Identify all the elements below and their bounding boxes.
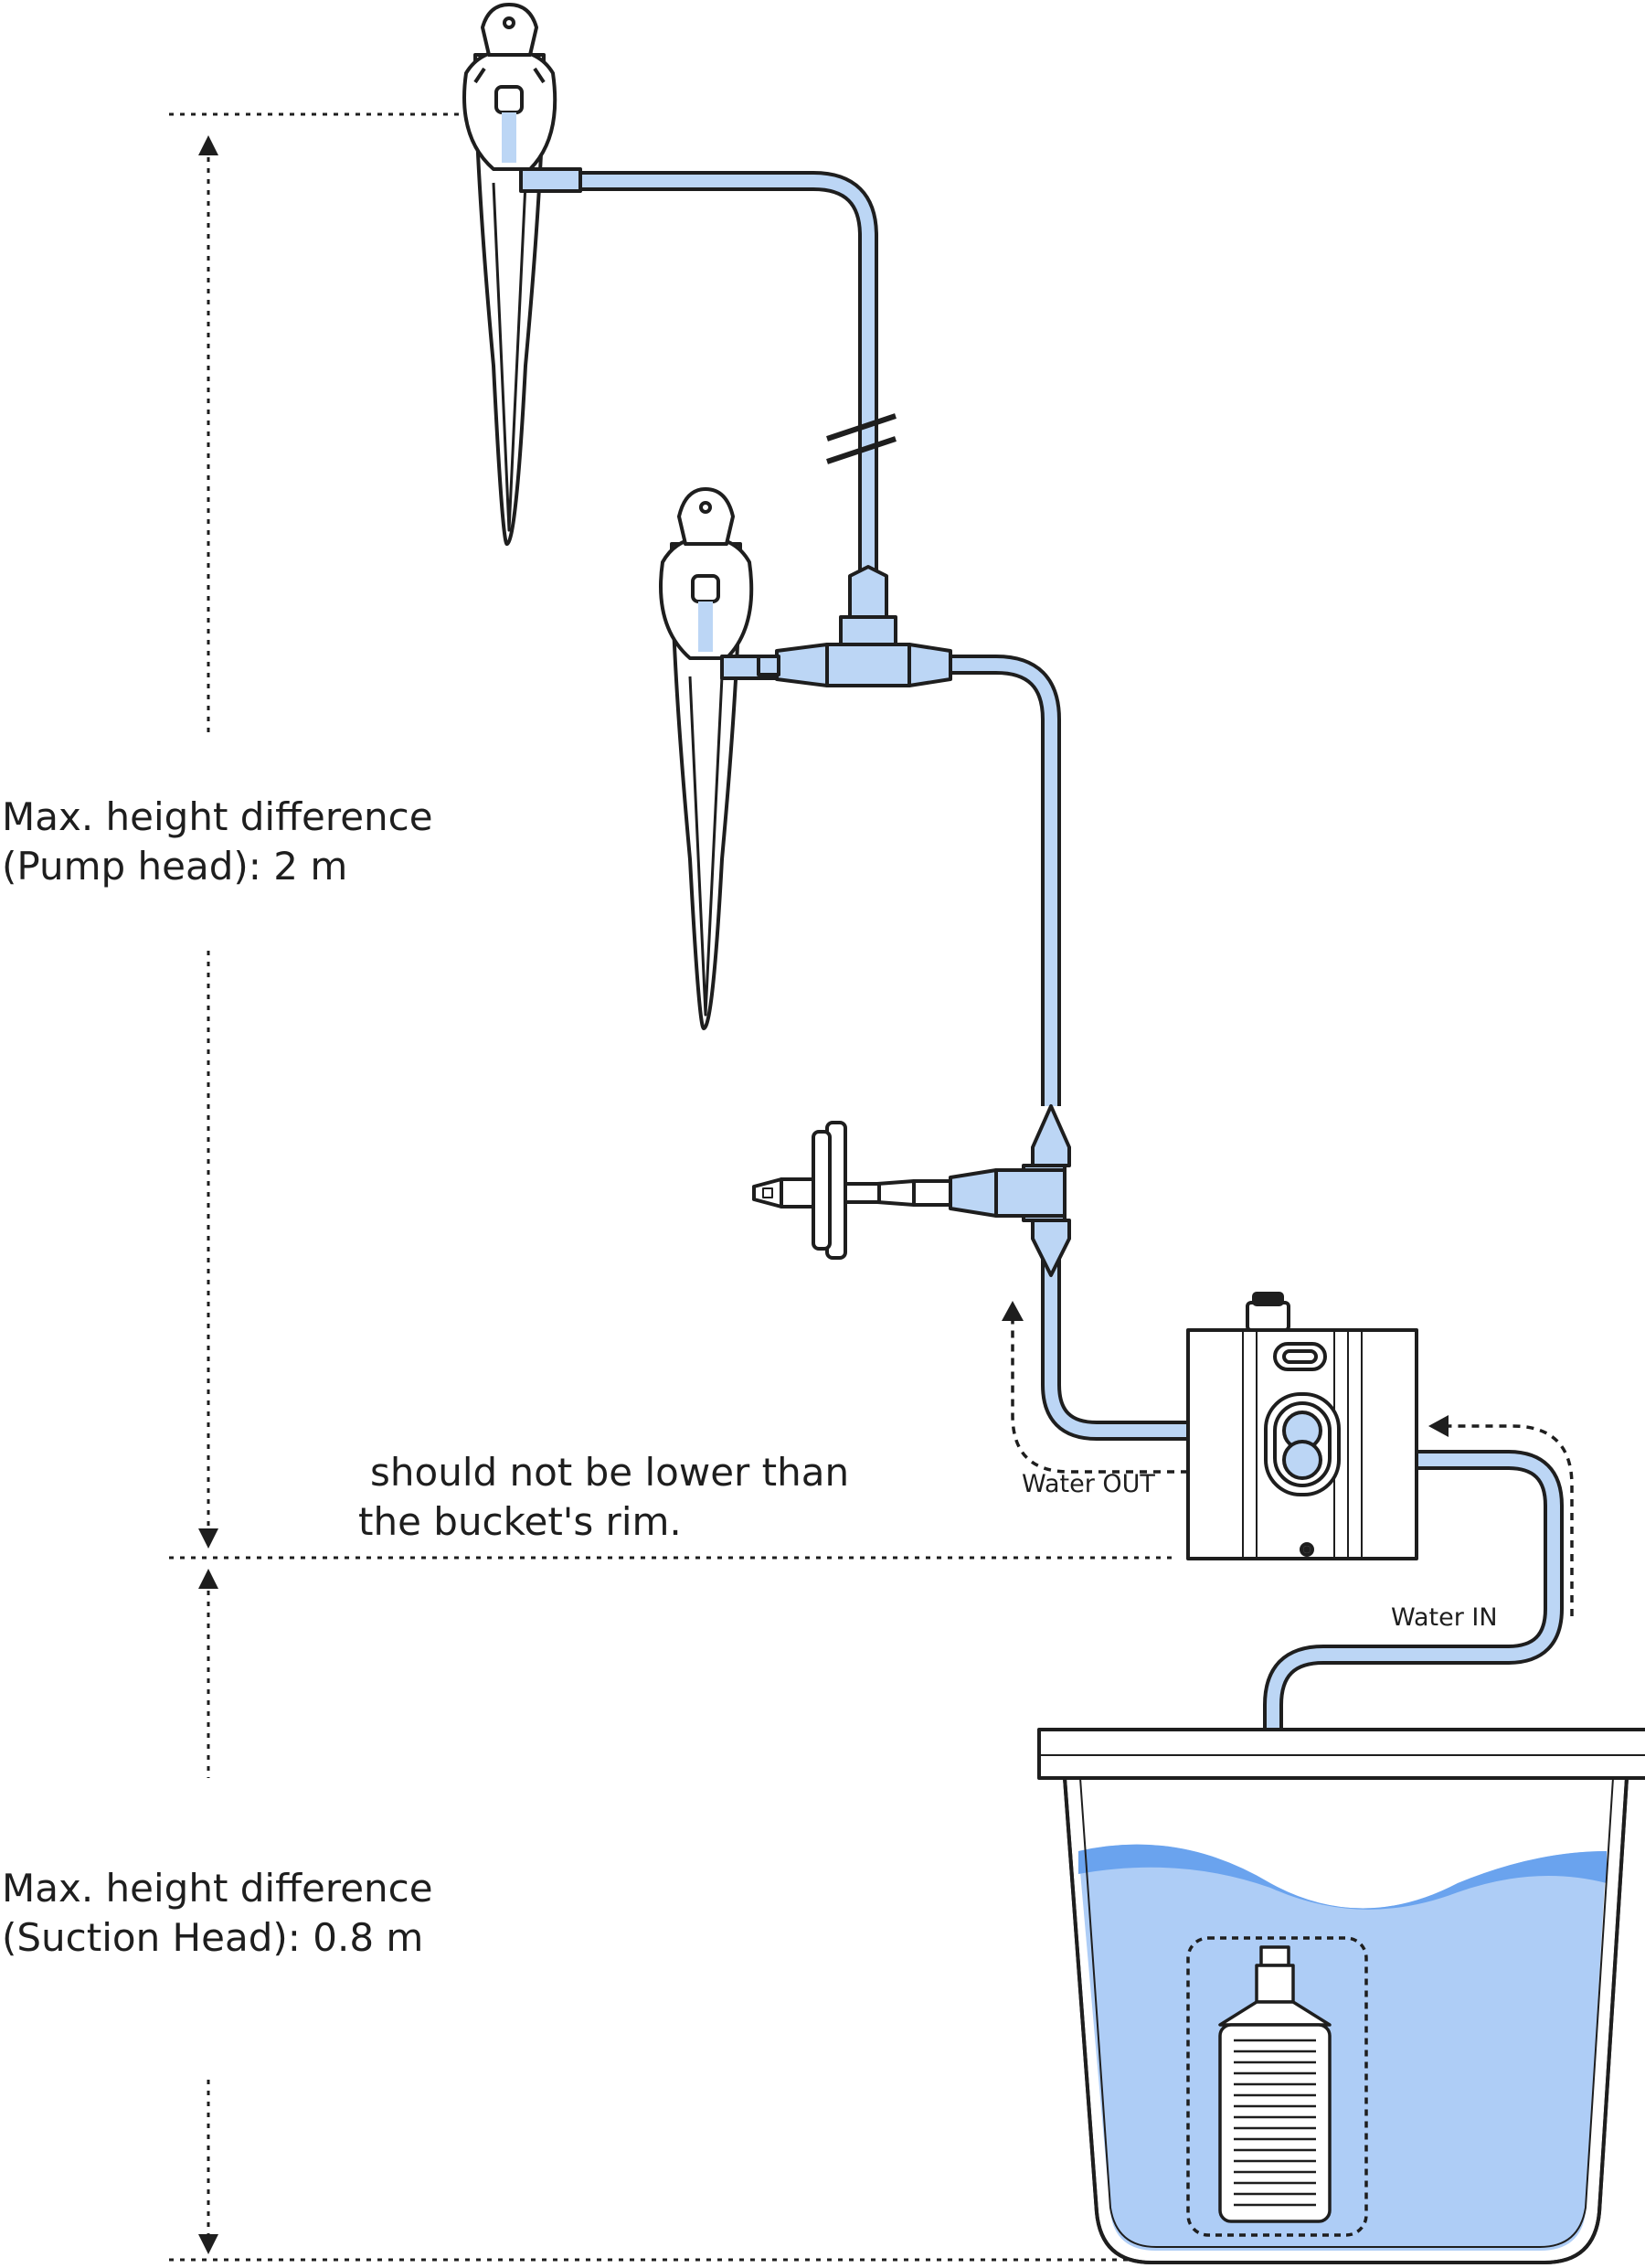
inlet-tubing xyxy=(1263,1450,1564,1943)
pump-head-label-line1: Max. height difference xyxy=(2,794,433,839)
water-bucket xyxy=(1037,1728,1645,2264)
intake-filter xyxy=(1186,1936,1368,2237)
pump-head-arrow-down xyxy=(198,1528,218,1549)
pump-head-arrow-up xyxy=(198,135,218,155)
rim-note-line2: the bucket's rim. xyxy=(358,1499,682,1544)
height-reference-lines xyxy=(169,112,1179,2262)
suction-head-label-line1: Max. height difference xyxy=(2,1866,433,1911)
water-body xyxy=(1078,1844,1607,2251)
water-out-arrowhead xyxy=(1002,1301,1024,1321)
suction-head-arrow-up xyxy=(198,1569,218,1589)
upper-tee-connector xyxy=(757,565,952,687)
pump-unit xyxy=(1186,1292,1418,1560)
rim-note-line1: should not be lower than xyxy=(370,1450,849,1495)
pump-head-label-line2: (Pump head): 2 m xyxy=(2,844,347,889)
suction-head-arrow-down xyxy=(198,2234,218,2254)
water-surface xyxy=(1078,1844,1607,1910)
water-in-flow-arrow xyxy=(1449,1424,1574,1616)
water-out-label: Water OUT xyxy=(1022,1470,1155,1498)
tube-break-symbol xyxy=(826,413,897,464)
lower-dripper-stake xyxy=(659,487,779,1030)
outlet-tubing xyxy=(580,171,1307,1441)
suction-head-label-line2: (Suction Head): 0.8 m xyxy=(2,1915,423,1960)
upper-dripper-stake xyxy=(462,3,582,547)
water-in-label: Water IN xyxy=(1391,1603,1498,1632)
water-out-flow-arrow xyxy=(1011,1316,1188,1474)
water-in-arrowhead xyxy=(1428,1415,1449,1437)
middle-tee-connector xyxy=(752,1104,1071,1277)
